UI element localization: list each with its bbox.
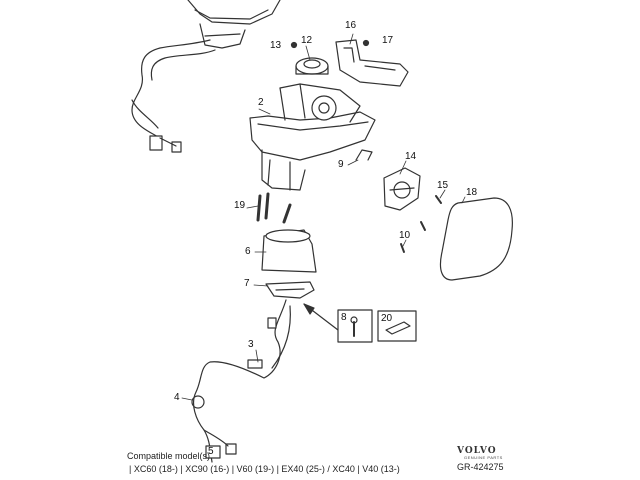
compatible-models-label: Compatible model(s) [127,451,211,461]
callout-5: 5 [208,446,214,457]
lower-cover-6 [261,229,317,273]
callout-9: 9 [338,159,344,170]
mirror-base-top [187,0,281,49]
puddle-lamp-7 [265,281,315,299]
callout-7: 7 [244,278,250,289]
callout-4: 4 [174,392,180,403]
callout-17: 17 [382,35,394,46]
leader-lines [181,33,466,401]
callout-19: 19 [234,200,246,211]
compatible-models-list: | XC60 (18-) | XC90 (16-) | V60 (19-) | … [129,464,400,474]
callout-14: 14 [405,151,417,162]
diagram-reference: GR-424275 [457,462,504,472]
brand-subtitle: GENUINE PARTS [464,455,503,460]
callout-15: 15 [437,180,449,191]
mirror-glass-18 [439,197,513,281]
lower-wiring-harness [191,299,291,463]
callout-18: 18 [466,187,478,198]
screw-cluster [420,221,426,231]
mirror-motor-12 [295,57,329,75]
screw-17 [362,39,370,47]
bracket-16 [335,39,409,87]
detail-box-20 [377,310,417,342]
clip-9 [355,149,373,161]
callout-12: 12 [301,35,313,46]
callout-10: 10 [399,230,411,241]
callout-13: 13 [270,40,282,51]
callout-2: 2 [258,97,264,108]
callout-3: 3 [248,339,254,350]
callout-8: 8 [341,312,347,323]
screw-10 [400,243,405,253]
housing-frame [249,83,376,191]
actuator-disc-14 [383,167,421,211]
screws-19 [256,192,292,224]
screw-13 [290,41,298,49]
upper-wiring-harness [131,39,216,153]
callout-20: 20 [381,313,393,324]
brand-logo: VOLVO [457,446,497,456]
callout-6: 6 [245,246,251,257]
screw-15 [435,195,442,204]
callout-16: 16 [345,20,357,31]
detail-box-8 [337,309,373,343]
pointer-arrow [303,303,339,331]
